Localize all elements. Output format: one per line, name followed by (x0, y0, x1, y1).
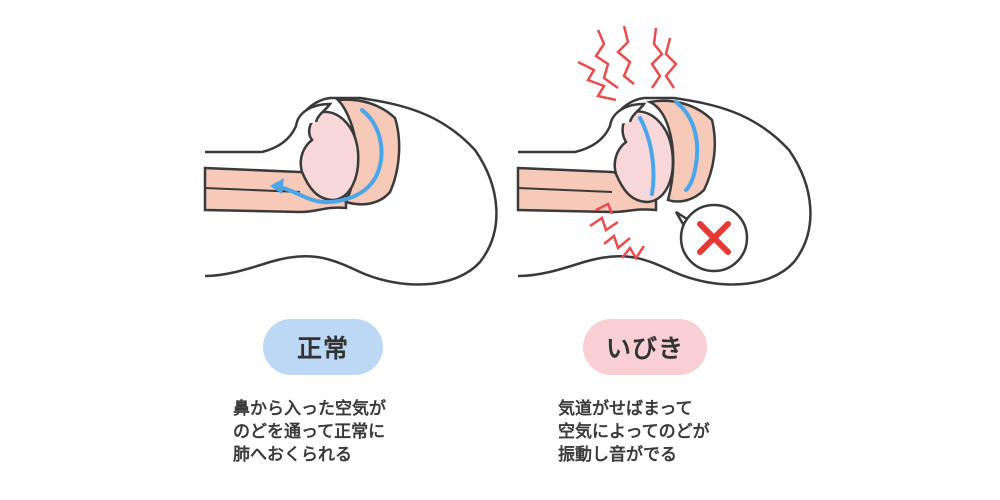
normal-description: 鼻から入った空気が のどを通って正常に 肺へおくられる (233, 398, 386, 467)
normal-description-line: 鼻から入った空気が (233, 399, 386, 419)
snoring-description-line: 振動し音がでる (558, 445, 677, 465)
snoring-description-line: 空気によってのどが (558, 422, 710, 442)
x-mark-icon (697, 221, 731, 255)
airflow-arrowhead-icon (270, 178, 284, 194)
airflow-arrow-icon (274, 108, 384, 205)
blocked-airflow-arrow-icon (638, 116, 656, 196)
nasal-airway (335, 98, 401, 206)
normal-description-line: のどを通って正常に (233, 422, 386, 442)
snoring-label-badge: いびき (583, 319, 707, 375)
tongue (299, 110, 360, 202)
vibration-zigzag-icon (577, 25, 678, 102)
snoring-description: 気道がせばまって 空気によってのどが 振動し音がでる (558, 398, 710, 467)
trachea-divider (517, 187, 613, 193)
snoring-airway-illustration (516, 25, 812, 286)
normal-breathing-panel: 正常 鼻から入った空気が のどを通って正常に 肺へおくられる (203, 96, 498, 467)
tongue (613, 110, 675, 204)
snoring-description-line: 気道がせばまって (558, 399, 693, 419)
normal-label-badge: 正常 (263, 319, 383, 375)
normal-airway-illustration (203, 96, 498, 286)
snoring-panel: いびき 気道がせばまって 空気によってのどが 振動し音がでる (500, 0, 1000, 500)
nose-outline (608, 102, 647, 127)
narrowed-airway (646, 99, 717, 203)
blocked-airflow-arrow-icon (674, 100, 700, 192)
vibration-zigzag-icon (589, 202, 646, 261)
snoring-label: いびき (605, 334, 684, 363)
trachea-divider (204, 187, 301, 193)
normal-label: 正常 (296, 334, 349, 363)
normal-description-line: 肺へおくられる (233, 445, 352, 465)
nose-outline (294, 102, 333, 127)
